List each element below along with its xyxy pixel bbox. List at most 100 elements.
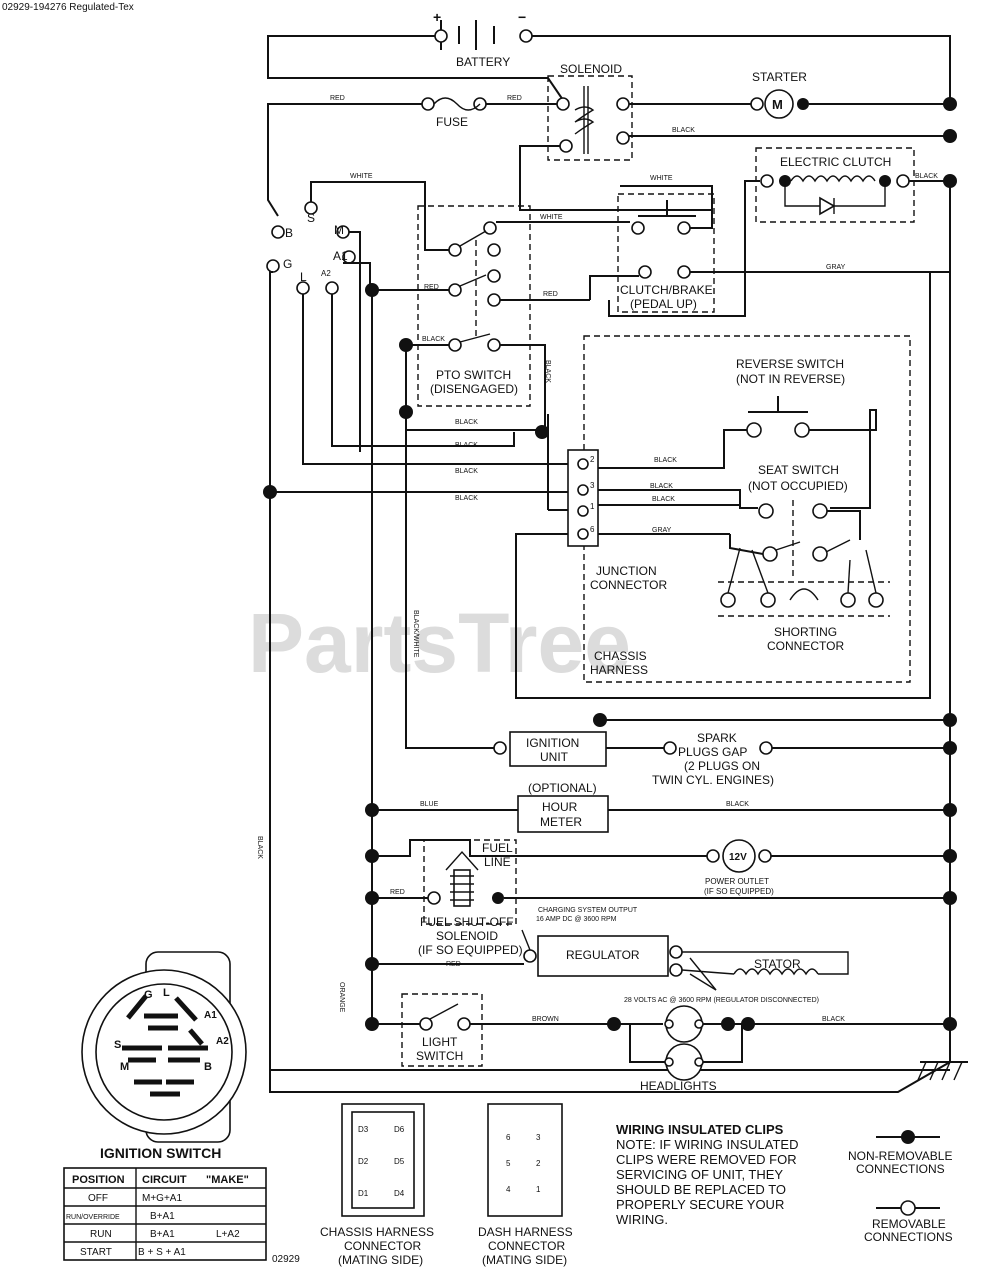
spark-plugs-label-4: TWIN CYL. ENGINES) [652,773,774,787]
terminal-g: G [283,257,292,271]
clips-note-line-6: WIRING. [616,1212,668,1227]
light-switch-label-2: SWITCH [416,1049,463,1063]
dash-pin-1: 1 [536,1185,541,1194]
ignition-switch-terminals: S M B G L A1 A2 [266,201,356,295]
row-run-extra: L+A2 [216,1229,240,1240]
junction-pin-3: 3 [590,481,595,490]
wire-label-black-7: BLACK [650,483,673,490]
battery-positive-wire [267,35,564,101]
starter-symbol: M [772,97,783,112]
dash-connector-label-2: CONNECTOR [488,1239,565,1253]
pto-switch-label: PTO SWITCH [436,368,511,382]
face-label-b: B [204,1061,212,1073]
junction-pin-6: 6 [590,525,595,534]
shorting-connector-label-1: SHORTING [774,625,837,639]
clips-note-line-3: SERVICING OF UNIT, THEY [616,1167,783,1182]
watermark: PartsTree [248,596,631,690]
dash-harness-connector: 6 3 5 2 4 1 DASH HARNESS CONNECTOR (MATI… [478,1103,573,1267]
chassis-pin-d4: D4 [394,1189,405,1198]
ignition-unit: IGNITION UNIT [493,731,607,767]
clutch-brake-switch: CLUTCH/BRAKE (PEDAL UP) [617,193,715,313]
wire-label-black-3: BLACK [544,360,551,383]
clips-note-line-1: NOTE: IF WIRING INSULATED [616,1137,799,1152]
terminal-b: B [285,226,293,240]
clips-note-line-2: CLIPS WERE REMOVED FOR [616,1152,797,1167]
row-override-circuit: B+A1 [150,1211,175,1222]
chassis-pin-d5: D5 [394,1157,405,1166]
legend-removable-dot [900,1200,916,1216]
hour-meter-label-1: HOUR [542,800,578,814]
power-outlet-label-2: (IF SO EQUIPPED) [704,887,774,896]
regulator: REGULATOR [523,935,683,977]
fuel-shutoff-label-1: FUEL SHUT-OFF [420,915,514,929]
row-off-circuit: M+G+A1 [142,1193,182,1204]
ignition-unit-label-2: UNIT [540,750,569,764]
starter-label: STARTER [752,70,807,84]
terminal-m: M [334,223,344,237]
legend-removable-2: CONNECTIONS [864,1230,953,1244]
stator-label: STATOR [754,957,801,971]
wire-label-white-1: WHITE [350,173,373,180]
table-header-circuit: CIRCUIT [142,1174,187,1186]
wire-label-black-6: BLACK [654,457,677,464]
reverse-switch-state: (NOT IN REVERSE) [736,372,845,386]
power-outlet-symbol: 12V [729,852,747,863]
seat-switch-label: SEAT SWITCH [758,463,839,477]
chassis-pin-d1: D1 [358,1189,369,1198]
ignition-switch-face: G L A1 A2 S M B [81,951,247,1143]
wire-label-black-11: BLACK [455,495,478,502]
stator: STATOR [681,951,849,991]
wire-label-red-5: RED [390,889,405,896]
reverse-switch-label: REVERSE SWITCH [736,357,844,371]
legend: NON-REMOVABLE CONNECTIONS REMOVABLE CONN… [848,1130,953,1244]
chassis-harness-label-1: CHASSIS [594,649,647,663]
footer-code: 02929 [272,1254,300,1265]
seat-switch: SEAT SWITCH (NOT OCCUPIED) [748,463,851,580]
shorting-connector-label-2: CONNECTOR [767,639,844,653]
battery-ground-wire [532,35,951,104]
face-label-l: L [163,987,170,999]
fuse: FUSE [421,97,487,129]
wire-label-red-1: RED [330,95,345,102]
battery-plus: + [433,9,441,25]
wire-label-white-2: WHITE [540,214,563,221]
legend-nonremovable-1: NON-REMOVABLE [848,1149,952,1163]
electric-clutch-label: ELECTRIC CLUTCH [780,155,891,169]
chassis-pin-d3: D3 [358,1125,369,1134]
wire-label-red-6: RED [446,961,461,968]
dash-pin-2: 2 [536,1159,541,1168]
wire-label-gray-2: GRAY [652,527,672,534]
spark-plugs-label-2: PLUGS GAP [678,745,747,759]
chassis-harness-label-2: HARNESS [590,663,648,677]
ignition-switch-table: POSITION CIRCUIT "MAKE" OFF M+G+A1 RUN/O… [63,1167,267,1261]
document-id: 02929-194276 Regulated-Tex [2,2,134,13]
legend-nonremovable-2: CONNECTIONS [856,1162,945,1176]
junction-pin-2: 2 [590,455,595,464]
starter-motor: M STARTER [750,70,809,119]
pto-switch-state: (DISENGAGED) [430,382,518,396]
wire-label-white-3: WHITE [650,175,673,182]
charging-output-label-1: CHARGING SYSTEM OUTPUT [538,907,638,914]
wire-label-black-13: BLACK [822,1016,845,1023]
wire-label-black-5: BLACK [915,173,938,180]
solenoid: SOLENOID [547,62,633,161]
chassis-connector-label-1: CHASSIS HARNESS [320,1225,434,1239]
clips-note-line-4: SHOULD BE REPLACED TO [616,1182,786,1197]
face-label-g: G [144,989,153,1001]
ground-symbol [269,1024,968,1093]
dash-connector-label-1: DASH HARNESS [478,1225,573,1239]
battery-label: BATTERY [456,55,510,69]
face-label-m: M [120,1061,129,1073]
face-label-s: S [114,1039,121,1051]
wire-label-black-2: BLACK [422,336,445,343]
wire-label-black-12: BLACK [726,801,749,808]
solenoid-label: SOLENOID [560,62,622,76]
legend-removable-1: REMOVABLE [872,1217,946,1231]
shorting-connector: SHORTING CONNECTOR [718,547,890,653]
face-label-a1: A1 [204,1010,217,1021]
chassis-connector-label-2: CONNECTOR [344,1239,421,1253]
fuel-shutoff-label-2: SOLENOID [436,929,498,943]
row-off-position: OFF [88,1193,108,1204]
